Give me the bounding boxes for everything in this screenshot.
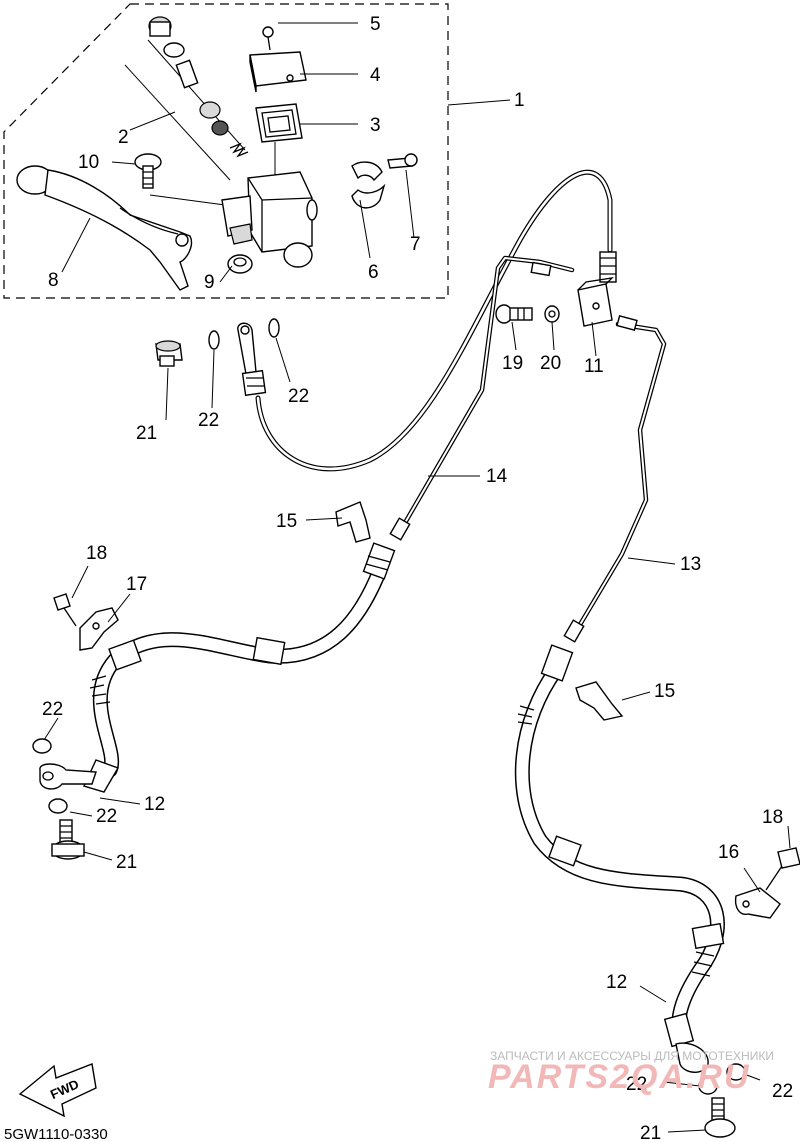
brake-lever [16,165,193,291]
upper-washer-right [268,318,280,338]
label-12-left: 12 [144,794,165,815]
label-18-right: 18 [762,807,783,828]
brake-hose-left [39,542,396,793]
upper-washer-left [208,330,220,350]
pipe-clip-upper [335,501,371,543]
label-1: 1 [514,90,525,111]
label-18-left: 18 [86,543,107,564]
joint-bolt [495,304,533,324]
diagram-code: 5GW1110-0330 [4,1126,108,1142]
brake-hose-right [514,644,725,1073]
watermark-logo: PARTS2QA.RU [488,1058,751,1096]
assembly-boundary [3,3,449,299]
label-12-right: 12 [606,972,627,993]
label-22-left-top: 22 [42,699,63,720]
label-9: 9 [204,272,215,293]
leader-lines [43,22,791,1133]
label-22-right-left: 22 [626,1074,647,1095]
label-13: 13 [680,554,701,575]
label-20: 20 [540,353,561,374]
label-17: 17 [126,574,147,595]
label-8: 8 [48,270,59,291]
label-21-left: 21 [116,852,137,873]
label-5: 5 [370,14,381,35]
label-3: 3 [370,115,381,136]
label-22-upper-left: 22 [198,410,219,431]
lower-left-washer-bottom [48,798,68,814]
pipe-fitting-right [563,619,585,643]
bracket-bolt-left [53,593,77,627]
label-21-right: 21 [640,1123,661,1142]
label-2: 2 [118,127,129,148]
label-6: 6 [368,262,379,283]
lever-nut [227,254,253,274]
hose-bracket-right [734,887,781,919]
bracket-bolt-right [765,847,800,891]
master-cylinder-body [221,142,318,268]
label-14: 14 [486,466,508,487]
lever-pivot-bolt [134,153,162,189]
label-21-upper: 21 [136,423,157,444]
label-22-right-right: 22 [772,1081,793,1102]
label-22-left-bottom: 22 [96,806,117,827]
brake-hose-joint [577,277,614,327]
lower-right-washer-right [726,1063,746,1081]
master-cylinder-hose [255,169,617,472]
diaphragm [255,103,303,143]
lower-right-union-bolt [704,1097,736,1138]
label-15-upper: 15 [276,511,297,532]
label-7: 7 [410,234,421,255]
label-15-lower: 15 [654,681,675,702]
upper-hose-fitting [237,322,267,397]
lower-left-union-bolt [51,819,85,860]
label-4: 4 [370,65,381,86]
reservoir-cover [249,26,307,93]
pipe-clip-lower [575,681,624,721]
upper-union-bolt [155,340,183,367]
brake-pipe-left [399,255,575,531]
label-22-upper-right: 22 [288,386,309,407]
lower-left-washer-top [32,738,52,754]
label-10: 10 [78,152,99,173]
watermark: ЗАПЧАСТИ И АКСЕССУАРЫ ДЛЯ МОТОТЕХНИКИ PA… [488,1049,774,1096]
fwd-arrow-icon: FWD [18,1063,97,1118]
label-11: 11 [584,356,604,377]
brake-pipe-right [575,314,667,631]
joint-washer [544,305,560,323]
label-16: 16 [718,842,739,863]
hose-bracket-left [79,607,119,651]
part-labels: 1 2 3 4 5 6 7 8 9 10 11 12 12 13 14 15 1… [42,14,793,1142]
watermark-tagline: ЗАПЧАСТИ И АКСЕССУАРЫ ДЛЯ МОТОТЕХНИКИ [490,1049,774,1063]
reservoir-cap-parts [124,16,249,206]
pipe-fitting-left [389,517,411,541]
label-19: 19 [502,353,523,374]
